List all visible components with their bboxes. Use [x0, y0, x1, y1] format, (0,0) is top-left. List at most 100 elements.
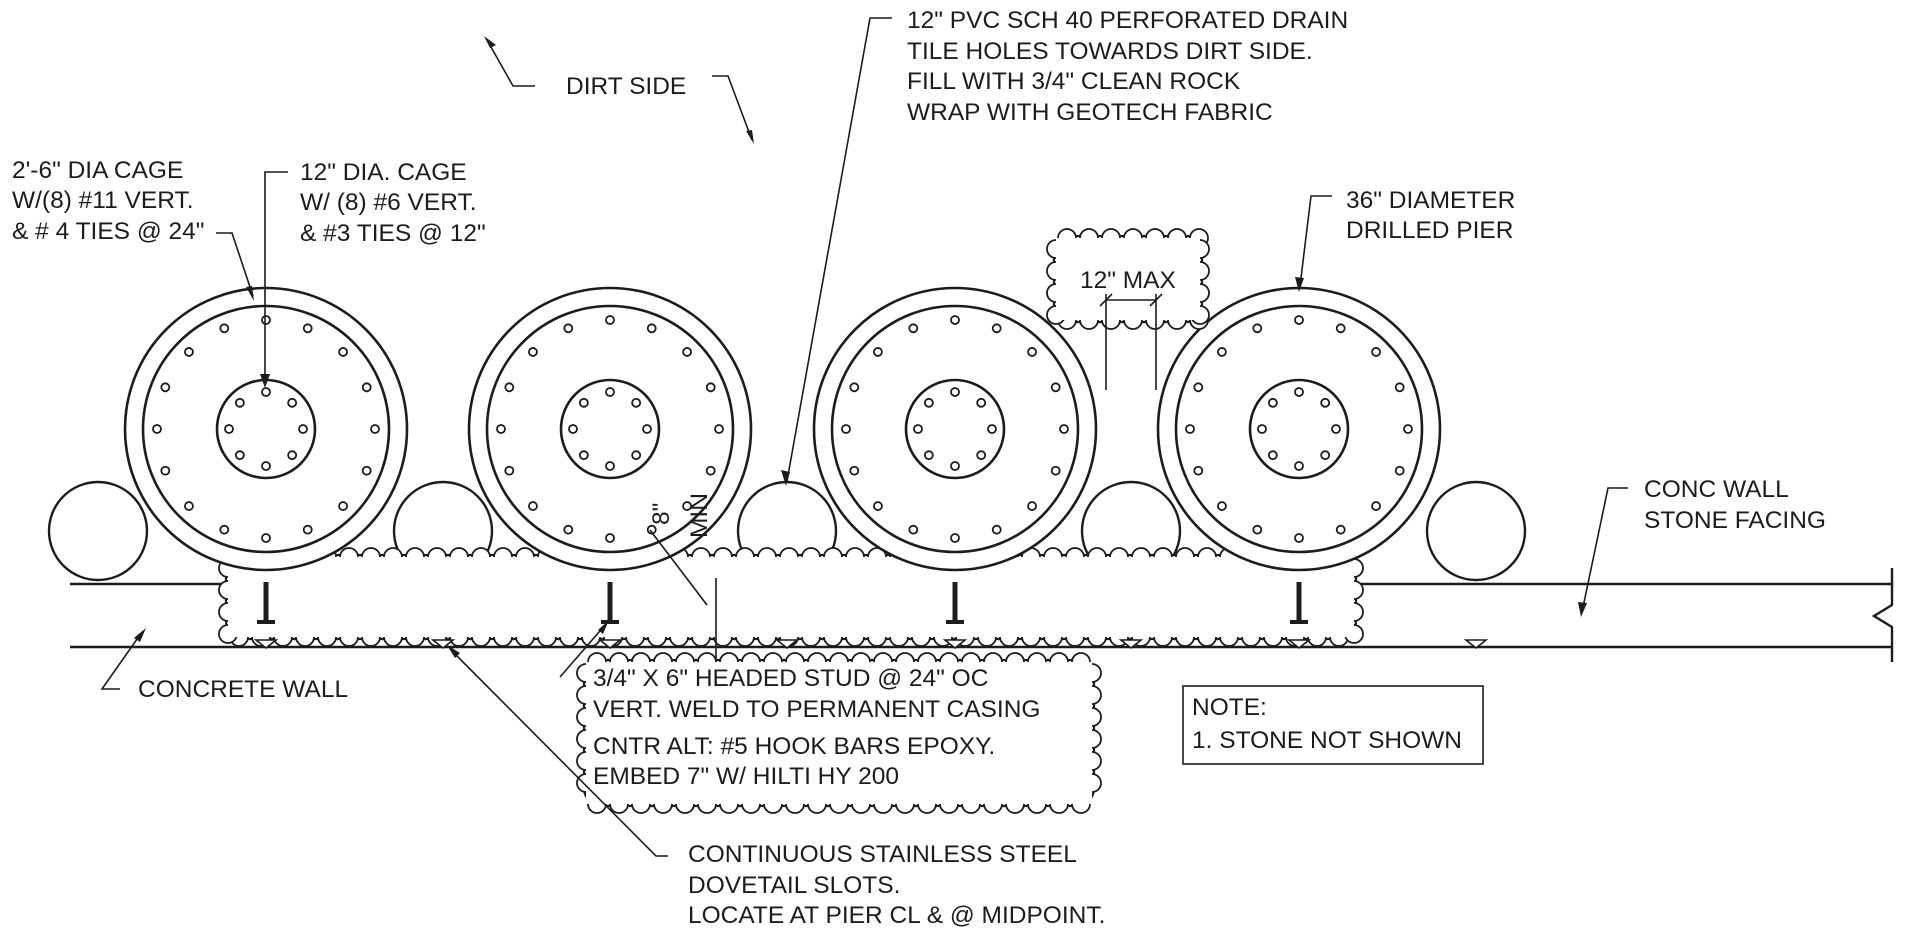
- outer-cage-bar: [338, 501, 348, 511]
- headed-stud-2: [601, 582, 619, 624]
- outer-cage-bar: [873, 501, 883, 511]
- outer-cage-bar: [361, 382, 372, 393]
- outer-cage-bar: [184, 501, 194, 511]
- inner-cage-bar: [950, 461, 960, 471]
- inner-cage-line-2: W/ (8) #6 VERT.: [300, 189, 477, 216]
- outer-cage-bar: [261, 315, 271, 325]
- headed-stud-line-2: VERT. WELD TO PERMANENT CASING: [593, 696, 1040, 723]
- dovetail-slot-marks: [253, 639, 1489, 650]
- outer-cage-line-1: 2'-6" DIA CAGE: [12, 157, 183, 184]
- min-dim-inches: 8": [648, 503, 675, 525]
- outer-cage-bar: [370, 424, 380, 434]
- outer-cage-circle: [141, 304, 391, 554]
- headed-stud-line-1: 3/4" X 6" HEADED STUD @ 24" OC: [593, 665, 988, 692]
- headed-stud-line-4: EMBED 7" W/ HILTI HY 200: [593, 763, 899, 790]
- dovetail-callout: CONTINUOUS STAINLESS STEEL DOVETAIL SLOT…: [447, 645, 1105, 929]
- outer-cage-circle: [830, 304, 1080, 554]
- outer-cage-bar: [1252, 323, 1263, 334]
- outer-cage-bar: [528, 501, 538, 511]
- drilled-pier-line-2: DRILLED PIER: [1346, 217, 1513, 244]
- outer-cage-bar: [1294, 533, 1304, 543]
- outer-cage-bar: [1193, 382, 1204, 393]
- dirt-side-label: DIRT SIDE: [566, 73, 686, 100]
- outer-cage-bar: [184, 347, 194, 357]
- headed-stud-callout: 3/4" X 6" HEADED STUD @ 24" OC VERT. WEL…: [559, 620, 1102, 814]
- outer-cage-bar: [219, 524, 230, 535]
- outer-cage-bar: [646, 323, 657, 334]
- drilled-piers: [123, 286, 1442, 572]
- outer-cage-bar: [991, 323, 1002, 334]
- inner-cage-bar: [923, 397, 934, 408]
- inner-cage-circle: [904, 378, 1006, 480]
- outer-cage-bar: [1027, 347, 1037, 357]
- pier-casing: [123, 286, 409, 572]
- drain-tile-line-2: TILE HOLES TOWARDS DIRT SIDE.: [907, 38, 1313, 65]
- outer-cage-line-2: W/(8) #11 VERT.: [12, 187, 194, 214]
- note-line-1: 1. STONE NOT SHOWN: [1192, 727, 1462, 754]
- pier-casing: [812, 286, 1098, 572]
- outer-cage-bar: [1394, 382, 1405, 393]
- outer-cage-bar: [1371, 501, 1381, 511]
- outer-cage-bar: [338, 347, 348, 357]
- headed-stud-1: [257, 582, 275, 624]
- outer-cage-bar: [219, 323, 230, 334]
- outer-cage-line-3: & # 4 TIES @ 24": [12, 218, 204, 245]
- outer-cage-bar: [605, 533, 615, 543]
- dovetail-slot: [774, 639, 800, 650]
- headed-stud-4: [1290, 582, 1308, 624]
- inner-cage-bar: [261, 387, 271, 397]
- dovetail-line-2: DOVETAIL SLOTS.: [688, 872, 900, 899]
- outer-cage-bar: [504, 382, 515, 393]
- min-dim-callout: 8" MIN: [648, 493, 717, 672]
- inner-cage-bar: [605, 461, 615, 471]
- inner-cage-bar: [1294, 387, 1304, 397]
- conc-wall-line-2: STONE FACING: [1644, 507, 1826, 534]
- outer-cage-bar: [950, 315, 960, 325]
- outer-cage-bar: [1403, 424, 1413, 434]
- inner-cage-bar: [987, 424, 997, 434]
- outer-cage-bar: [302, 323, 313, 334]
- inner-cage-bar: [976, 450, 987, 461]
- drain-tile-line-3: FILL WITH 3/4" CLEAN ROCK: [907, 68, 1241, 95]
- outer-cage-callout: 2'-6" DIA CAGE W/(8) #11 VERT. & # 4 TIE…: [12, 157, 254, 301]
- inner-cage-bar: [578, 397, 589, 408]
- inner-cage-bar: [261, 461, 271, 471]
- outer-cage-bar: [563, 524, 574, 535]
- inner-cage-circle: [1248, 378, 1350, 480]
- inner-cage-circle: [559, 378, 661, 480]
- outer-cage-bar: [705, 465, 716, 476]
- inner-cage-bar: [631, 397, 642, 408]
- outer-cage-circle: [1174, 304, 1424, 554]
- dovetail-slot: [430, 639, 456, 650]
- inner-cage-bar: [631, 450, 642, 461]
- inner-cage-bar: [578, 450, 589, 461]
- outer-cage-bar: [1217, 347, 1227, 357]
- outer-cage-bar: [950, 533, 960, 543]
- outer-cage-bar: [504, 465, 515, 476]
- outer-cage-bar: [873, 347, 883, 357]
- outer-cage-bar: [261, 533, 271, 543]
- drilled-pier-1: [123, 286, 409, 572]
- note-box: NOTE: 1. STONE NOT SHOWN: [1182, 685, 1484, 765]
- outer-cage-bar: [908, 323, 919, 334]
- dovetail-slot: [1118, 639, 1144, 650]
- stone-facing-callout: CONC WALL STONE FACING: [1578, 476, 1826, 617]
- conc-wall-line-1: CONC WALL: [1644, 476, 1789, 503]
- outer-cage-bar: [646, 524, 657, 535]
- outer-cage-bar: [849, 382, 860, 393]
- outer-cage-bar: [361, 465, 372, 476]
- min-dim-min: MIN: [686, 493, 713, 538]
- max-gap-callout: 12" MAX: [1046, 228, 1210, 390]
- dovetail-slot: [253, 639, 279, 650]
- inner-cage-bar: [224, 424, 234, 434]
- inner-cage-bar: [923, 450, 934, 461]
- outer-cage-bar: [1252, 524, 1263, 535]
- drain-tile-callout: 12" PVC SCH 40 PERFORATED DRAIN TILE HOL…: [781, 7, 1348, 486]
- outer-cage-bar: [991, 524, 1002, 535]
- drilled-pier-2: [467, 286, 753, 572]
- outer-cage-bar: [1371, 347, 1381, 357]
- outer-cage-bar: [849, 465, 860, 476]
- inner-cage-bar: [1267, 397, 1278, 408]
- pier-casing: [467, 286, 753, 572]
